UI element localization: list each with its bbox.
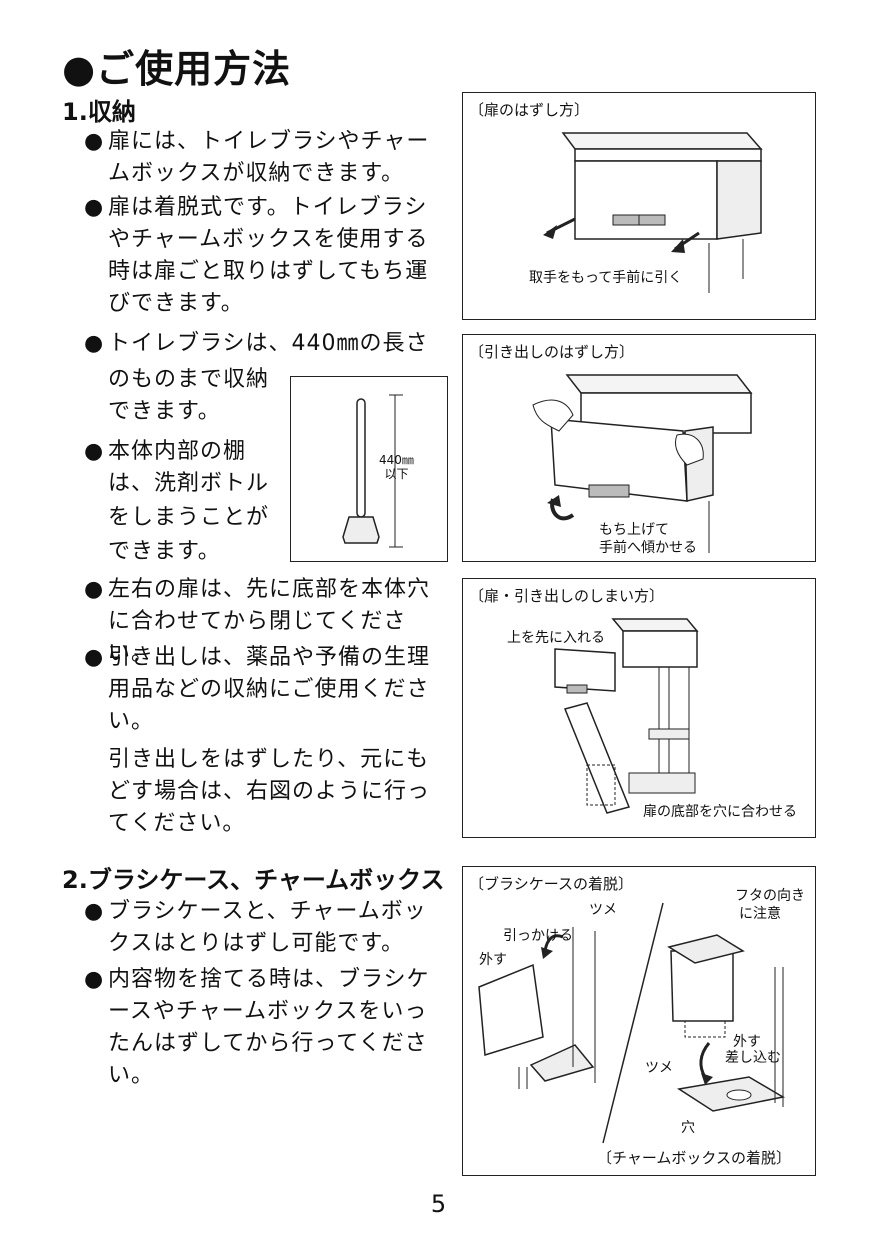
figure-caption: 〔扉・引き出しのしまい方〕 (469, 587, 665, 605)
s1-bullet5: ●左右の扉は、先に底部を本体穴に合わせてから閉じてください。 (84, 574, 440, 670)
bullet-icon: ● (84, 195, 105, 220)
figure-label-2: 手前へ傾かせる (599, 540, 697, 556)
s1-bullet1: ●扉には、トイレブラシやチャームボックスが収納できます。 (84, 126, 440, 190)
figure-label: 取手をもって手前に引く (529, 270, 683, 286)
label-futa-2: に注意 (739, 906, 781, 922)
brush-figure: 440㎜ 以下 (290, 376, 448, 562)
figure-drawer-removal: 〔引き出しのはずし方〕 もち上げて 手前へ傾かせる (462, 334, 816, 562)
bullet-icon: ● (84, 129, 105, 154)
s2-bullet1: ●ブラシケースと、チャームボックスはとりはずし可能です。 (84, 896, 440, 960)
storing-illustration (554, 618, 699, 814)
label-futa-1: フタの向き (735, 888, 805, 904)
bullet-icon: ● (84, 967, 105, 992)
s1-bullet3: ●トイレブラシは、440㎜の長さ (84, 328, 448, 360)
figure-door-removal: 〔扉のはずし方〕 取手をもって手前に引く (462, 92, 816, 320)
label-sashikomu: 差し込む (725, 1050, 781, 1066)
bullet-icon: ● (84, 331, 105, 356)
s2-bullet2: ●内容物を捨てる時は、ブラシケースやチャームボックスをいったんはずしてから行って… (84, 964, 440, 1092)
section2-heading: 2.ブラシケース、チャームボックス (62, 866, 445, 894)
label-hikkakeru: 引っかける (503, 928, 573, 944)
s1-bullet2: ●扉は着脱式です。トイレブラシやチャームボックスを使用する時は扉ごと取りはずして… (84, 192, 440, 320)
label-hazusu-2: 外す (733, 1034, 761, 1050)
drawer-removal-illustration (532, 374, 753, 553)
figure-label-1: 上を先に入れる (507, 630, 605, 646)
s1-bullet4-line2: は、洗剤ボトル (108, 471, 270, 496)
brushcase-illustration (478, 902, 786, 1144)
figure-door-drawer-storing: 〔扉・引き出しのしまい方〕 上を先に入れる 扉の底部を穴に合わせる (462, 578, 816, 838)
s1-bullet6: ●引き出しは、薬品や予備の生理用品などの収納にご使用ください。 (84, 642, 440, 738)
label-tsume: ツメ (589, 902, 617, 918)
section1-heading: 1.収納 (62, 98, 136, 126)
s1-bullet3-line2: のものまで収納 (108, 367, 270, 392)
s1-bullet4: ●本体内部の棚 (84, 436, 246, 468)
bullet-icon: ● (84, 439, 105, 464)
bullet-icon: ● (84, 645, 105, 670)
label-hazusu: 外す (479, 952, 507, 968)
s1-bullet4-line3: をしまうことが (108, 505, 270, 530)
page-number: 5 (430, 1190, 447, 1218)
brush-dimension-label: 440㎜ 以下 (379, 453, 414, 481)
bullet-icon: ● (84, 899, 105, 924)
door-removal-illustration (543, 132, 763, 293)
figure-caption: 〔ブラシケースの着脱〕 (469, 875, 633, 893)
page-title: ●ご使用方法 (62, 47, 292, 91)
figure-label-2: 扉の底部を穴に合わせる (643, 804, 797, 820)
bullet-icon: ● (84, 577, 105, 602)
brush-illustration (342, 394, 403, 548)
s1-bullet3-line3: できます。 (108, 399, 221, 424)
figure-brushcase-charmbox: 〔ブラシケースの着脱〕 ツメ 引っかける 外す フタの向き に注意 外す 差し込… (462, 866, 816, 1176)
s1-bullet4-line4: できます。 (108, 539, 221, 564)
label-tsume-2: ツメ (645, 1060, 673, 1076)
figure-caption: 〔引き出しのはずし方〕 (469, 343, 635, 361)
label-ana: 穴 (681, 1120, 695, 1136)
figure-caption: 〔扉のはずし方〕 (469, 101, 590, 119)
s1-note: 引き出しをはずしたり、元にもどす場合は、右図のように行ってください。 (108, 747, 431, 836)
figure-label-1: もち上げて (599, 522, 669, 538)
figure-caption-2: 〔チャームボックスの着脱〕 (597, 1149, 791, 1167)
